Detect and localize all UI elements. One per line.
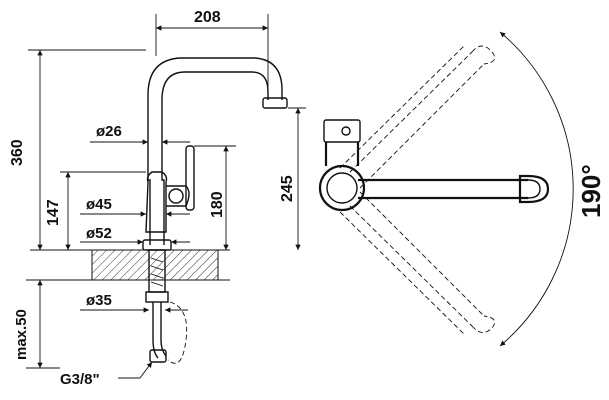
- swivel-arc: [499, 31, 574, 347]
- dimension-180: 180: [209, 191, 226, 218]
- shank: [145, 249, 188, 364]
- side-view: 208 360 147 ø26 ø45 ø52 180 245 max: [9, 9, 306, 388]
- dimension-max-50: max.50: [13, 309, 30, 360]
- dimension-360: 360: [9, 139, 26, 166]
- spout-position-upper: [339, 45, 496, 189]
- swivel-angle-label: 190°: [576, 164, 606, 218]
- faucet-body: [142, 57, 288, 251]
- dimension-diameter-35: ø35: [86, 292, 112, 309]
- dimension-diameter-26: ø26: [96, 123, 122, 140]
- body-top: [318, 119, 366, 212]
- spout-main: [358, 174, 550, 204]
- base-ring: [142, 239, 172, 251]
- dimension-diameter-45: ø45: [86, 196, 112, 213]
- lever-handle: [166, 145, 195, 211]
- top-view: 190°: [318, 31, 606, 347]
- dimension-diameter-52: ø52: [86, 225, 112, 242]
- aerator: [262, 97, 288, 109]
- dimension-208: 208: [194, 9, 221, 26]
- spout-position-lower: [339, 191, 496, 335]
- thread-label: G3/8": [60, 371, 100, 388]
- dimension-245: 245: [279, 175, 296, 202]
- dimension-147: 147: [45, 199, 62, 226]
